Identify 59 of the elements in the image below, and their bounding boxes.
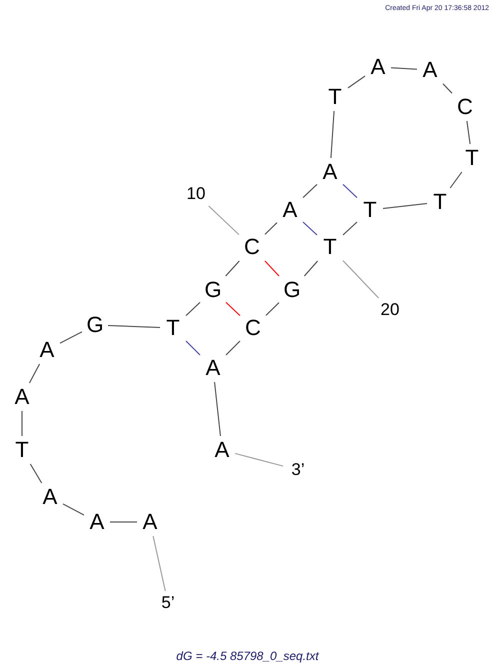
leader-line: [152, 536, 166, 592]
nucleotide-label: T: [320, 236, 340, 258]
nucleotide-label: T: [462, 147, 482, 169]
nucleotide-label: C: [455, 96, 475, 118]
base-pair-line: [186, 340, 200, 356]
backbone-line: [214, 382, 221, 436]
nucleotide-label: T: [163, 317, 183, 339]
base-pair-line: [302, 222, 318, 236]
position-number: 10: [184, 185, 208, 203]
nucleotide-label: A: [87, 511, 107, 533]
caption: dG = -4.5 85798_0_seq.txt: [175, 650, 320, 662]
backbone-line: [342, 222, 358, 236]
strand-end-label: 3’: [286, 461, 310, 479]
backbone-line: [28, 364, 40, 384]
backbone-line: [225, 260, 240, 276]
nucleotide-label: A: [12, 386, 32, 408]
backbone-line: [442, 83, 452, 94]
backbone-line: [330, 110, 335, 158]
backbone-line: [266, 302, 280, 316]
nucleotide-label: C: [243, 317, 263, 339]
leader-line: [342, 260, 380, 298]
base-pair-line: [226, 302, 240, 316]
backbone-line: [382, 202, 428, 210]
nucleotide-label: A: [420, 59, 440, 81]
nucleotide-label: A: [203, 357, 223, 379]
leader-line: [208, 206, 240, 236]
backbone-line: [450, 172, 462, 188]
nucleotide-label: A: [280, 199, 300, 221]
base-pair-line: [264, 260, 280, 277]
backbone-line: [226, 340, 240, 356]
backbone-line: [30, 464, 42, 484]
nucleotide-label: T: [325, 86, 345, 108]
nucleotide-label: A: [212, 439, 232, 461]
nucleotide-label: G: [85, 314, 105, 336]
backbone-line: [466, 120, 471, 144]
base-pair-line: [342, 184, 358, 198]
nucleotide-label: A: [320, 161, 340, 183]
backbone-line: [264, 222, 278, 235]
nucleotide-label: G: [282, 279, 302, 301]
backbone-line: [108, 325, 160, 328]
backbone-line: [62, 503, 84, 516]
leader-line: [234, 452, 284, 467]
backbone-line: [60, 331, 82, 344]
backbone-line: [302, 184, 318, 198]
backbone-line: [390, 67, 418, 70]
nucleotide-label: C: [242, 236, 262, 258]
backbone-line: [186, 302, 200, 316]
nucleotide-label: T: [12, 439, 32, 461]
strand-end-label: 5’: [156, 594, 180, 612]
nucleotide-label: A: [368, 56, 388, 78]
backbone-line: [348, 76, 366, 88]
backbone-line: [304, 260, 318, 276]
nucleotide-label: T: [430, 191, 450, 213]
nucleotide-label: A: [40, 486, 60, 508]
nucleotide-label: T: [360, 199, 380, 221]
nucleotide-label: G: [203, 279, 223, 301]
position-number: 20: [378, 301, 402, 319]
nucleotide-label: A: [37, 339, 57, 361]
nucleotide-label: A: [140, 511, 160, 533]
